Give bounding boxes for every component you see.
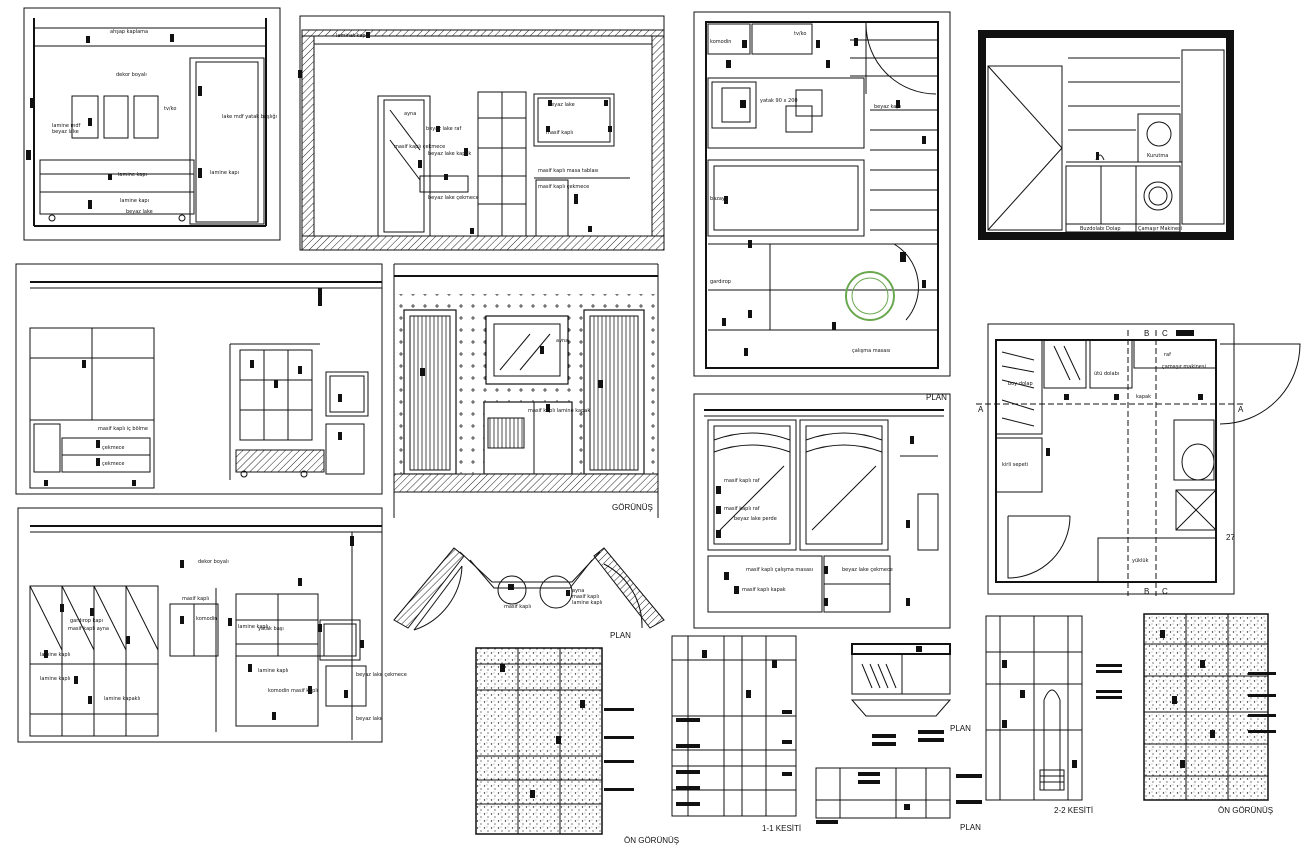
label: masif kaplı	[572, 594, 599, 600]
section-marker: C	[1162, 329, 1168, 338]
label: tv/ko	[164, 106, 176, 112]
label: lake mdf yatak başlığı	[222, 113, 277, 120]
label: komodin masif kaplı	[268, 688, 318, 694]
label: lamine kaplı	[40, 652, 70, 658]
label: masif kaplı ayna	[68, 626, 109, 632]
label: ayna	[556, 338, 568, 344]
dimension: 27	[1226, 533, 1235, 542]
panel-title: 1-1 KESİTİ	[762, 824, 801, 833]
label: beyaz lake çekmece	[356, 672, 407, 678]
panel-title: 2-2 KESİTİ	[1054, 806, 1093, 815]
label: laminat kaplı	[336, 33, 368, 39]
label: masif kaplı raf	[724, 506, 760, 512]
label: ahşap kaplama	[110, 29, 148, 35]
panel-title: ÖN GÖRÜNÜŞ	[624, 836, 679, 845]
label: Çamaşır Makinesi	[1138, 226, 1182, 232]
label: lamine kaplı	[40, 676, 70, 682]
label: kirli sepeti	[1002, 462, 1028, 468]
label: kapak	[1136, 394, 1151, 400]
section-marker: A	[978, 405, 984, 414]
label: beyaz kapı	[874, 104, 901, 110]
panel-title: ÖN GÖRÜNÜŞ	[1218, 806, 1273, 815]
label: çekmece	[102, 445, 125, 451]
panel-room-plan-ab: A A B C B C ütü dolabı raf boy dolap kir…	[976, 323, 1301, 596]
panel-section-2: 2-2 KESİTİ	[985, 615, 1122, 815]
label: lamine kaplı	[572, 600, 602, 606]
panel-bedroom-plan: komodin tv/ko yatak 90 x 200 beyaz kapı …	[693, 11, 951, 377]
panel-wardrobe-elevation: masif kaplı iç bölme çekmece çekmece	[15, 263, 383, 495]
label: lamine kaplı	[258, 668, 288, 674]
label: lamine kapı	[210, 170, 239, 176]
label: beyaz lake perde	[734, 516, 777, 522]
label: çamaşır makinesi	[1162, 364, 1206, 370]
label: beyaz lake	[126, 209, 153, 215]
label: masif kaplı çekmece	[538, 184, 589, 190]
panel-title: PLAN	[926, 393, 947, 402]
label: masif kaplı çekmece	[394, 144, 445, 150]
label: beyaz lake çekmece	[842, 567, 893, 573]
label: masif kaplı çalışma masası	[746, 567, 813, 573]
panel-bedroom-elevation-1: ahşap kaplama dekor boyalı lamine mdf tv…	[23, 7, 281, 241]
label: Kurutma	[1147, 153, 1168, 159]
panel-small-plan-2: PLAN	[815, 767, 982, 832]
label: beyaz lake raf	[426, 126, 461, 132]
label: beyaz lake	[548, 102, 575, 108]
label: Buzdolabı Dolap	[1080, 226, 1121, 232]
label: yatak başı	[258, 626, 284, 632]
panel-front-elevation: ayna masif kaplı lamine kapak GÖRÜNÜŞ	[393, 263, 659, 518]
panel-wardrobe-elevation-2: dekor boyalı masif kaplı gardırop kapı l…	[17, 507, 407, 743]
section-marker: B	[1144, 587, 1149, 596]
label: lamine kapı	[118, 172, 147, 178]
label: gardırop	[710, 279, 731, 285]
section-marker: C	[1162, 587, 1168, 596]
label: beyaz lake	[356, 716, 383, 722]
panel-bedroom-elevation-2: laminat kaplı ayna beyaz lake raf masif …	[298, 15, 665, 251]
label: masif kaplı masa tablası	[538, 168, 599, 174]
panel-title: PLAN	[960, 823, 981, 832]
label: ütü dolabı	[1094, 371, 1119, 377]
section-marker: B	[1144, 329, 1149, 338]
label: beyaz lake çekmece	[428, 195, 479, 201]
panel-corner-plan: masif kaplı ayna masif kaplı lamine kapl…	[393, 547, 665, 640]
label: raf	[1164, 352, 1171, 358]
label: komodin	[196, 616, 217, 622]
label: lamine mdf	[52, 123, 81, 129]
panel-kitchen-elevation: Kurutma Buzdolabı Dolap Çamaşır Makinesi	[978, 30, 1234, 240]
label: masif kaplı	[182, 596, 209, 602]
label: dekor boyalı	[116, 72, 147, 78]
panel-title: PLAN	[610, 631, 631, 640]
label: masif kaplı lamine kapak	[528, 408, 590, 414]
label: lamine kaplı	[238, 624, 268, 630]
label: lamine kapaklı	[104, 696, 140, 702]
label: yatak 90 x 200	[760, 98, 798, 104]
label: beyaz lake kapak	[428, 151, 471, 157]
label: beyaz lake	[52, 129, 79, 135]
panel-small-plan: PLAN	[850, 643, 971, 746]
label: masif kaplı	[504, 604, 531, 610]
panel-title: PLAN	[950, 724, 971, 733]
label: masif kaplı iç bölme	[98, 426, 148, 432]
label: masif kaplı kapak	[742, 587, 786, 593]
label: gardırop kapı	[70, 618, 103, 624]
label: bazayı	[710, 196, 726, 202]
label: komodin	[710, 39, 731, 45]
panel-title: GÖRÜNÜŞ	[612, 503, 653, 512]
label: lamine kapı	[120, 198, 149, 204]
label: masif kaplı raf	[724, 478, 760, 484]
label: dekor boyalı	[198, 559, 229, 565]
label: tv/ko	[794, 31, 806, 37]
label: ayna	[572, 588, 584, 594]
label: ayna	[404, 111, 416, 117]
panel-speckled-front-2: ÖN GÖRÜNÜŞ	[1143, 613, 1276, 815]
label: çekmece	[102, 461, 125, 467]
panel-section-1: 1-1 KESİTİ	[671, 635, 801, 833]
label: boy dolap	[1008, 381, 1033, 387]
section-marker: A	[1238, 405, 1244, 414]
label: çalışma masası	[852, 348, 890, 354]
panel-bedroom-elevation-3: PLAN masif kaplı raf masif kaplı raf bey…	[693, 393, 951, 629]
label: masif kaplı	[546, 130, 573, 136]
label: yüklük	[1132, 558, 1149, 564]
panel-speckled-front: ÖN GÖRÜNÜŞ	[475, 647, 679, 845]
